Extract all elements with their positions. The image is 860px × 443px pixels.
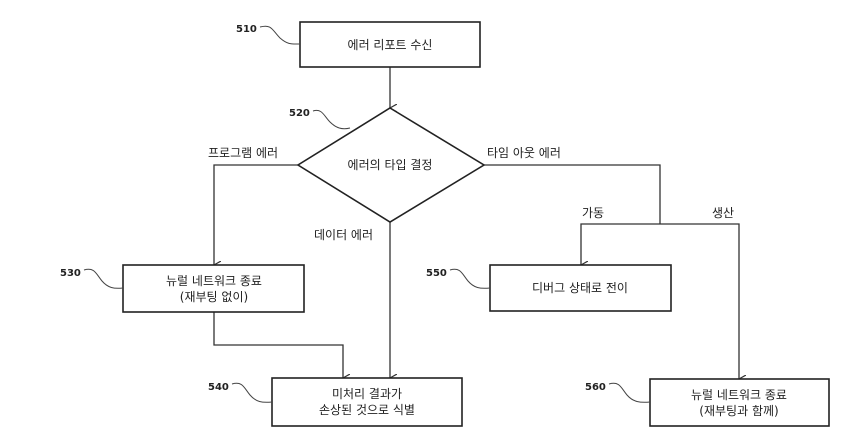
- node-520-decision: 에러의 타입 결정 520: [289, 107, 486, 223]
- node-560-text-1: 뉴럴 네트워크 종료: [691, 388, 787, 402]
- edge-timeout-error: [484, 164, 661, 224]
- node-550: 디버그 상태로 전이 550: [426, 264, 672, 312]
- ref-540: 540: [208, 382, 229, 393]
- node-520-text: 에러의 타입 결정: [348, 158, 433, 172]
- node-550-text: 디버그 상태로 전이: [532, 281, 628, 295]
- ref-520: 520: [289, 108, 310, 119]
- edge-530-540: [213, 312, 343, 378]
- node-510: 에러 리포트 수신 510: [236, 21, 481, 68]
- edge-production: [660, 223, 739, 379]
- label-timeout-error: 타임 아웃 에러: [487, 146, 561, 160]
- ref-530: 530: [60, 268, 81, 279]
- connectors: [214, 67, 739, 379]
- ref-560: 560: [585, 382, 606, 393]
- node-540: 미처리 결과가 손상된 것으로 식별 540: [208, 377, 463, 427]
- node-530-text-2: (재부팅 없이): [180, 290, 248, 304]
- ref-550: 550: [426, 268, 447, 279]
- node-540-text-1: 미처리 결과가: [332, 387, 402, 401]
- label-production: 생산: [712, 206, 734, 220]
- node-560-text-2: (재부팅과 함께): [699, 404, 778, 418]
- ref-510: 510: [236, 24, 257, 35]
- node-510-text: 에러 리포트 수신: [348, 38, 433, 52]
- node-530-text-1: 뉴럴 네트워크 종료: [166, 274, 262, 288]
- node-560: 뉴럴 네트워크 종료 (재부팅과 함께) 560: [585, 378, 830, 427]
- edge-program-error: [214, 164, 298, 265]
- edge-operation: [581, 223, 660, 265]
- label-operation: 가동: [582, 206, 604, 220]
- label-data-error: 데이터 에러: [314, 228, 373, 242]
- node-540-text-2: 손상된 것으로 식별: [319, 403, 415, 417]
- node-530: 뉴럴 네트워크 종료 (재부팅 없이) 530: [60, 264, 305, 313]
- label-program-error: 프로그램 에러: [208, 146, 278, 160]
